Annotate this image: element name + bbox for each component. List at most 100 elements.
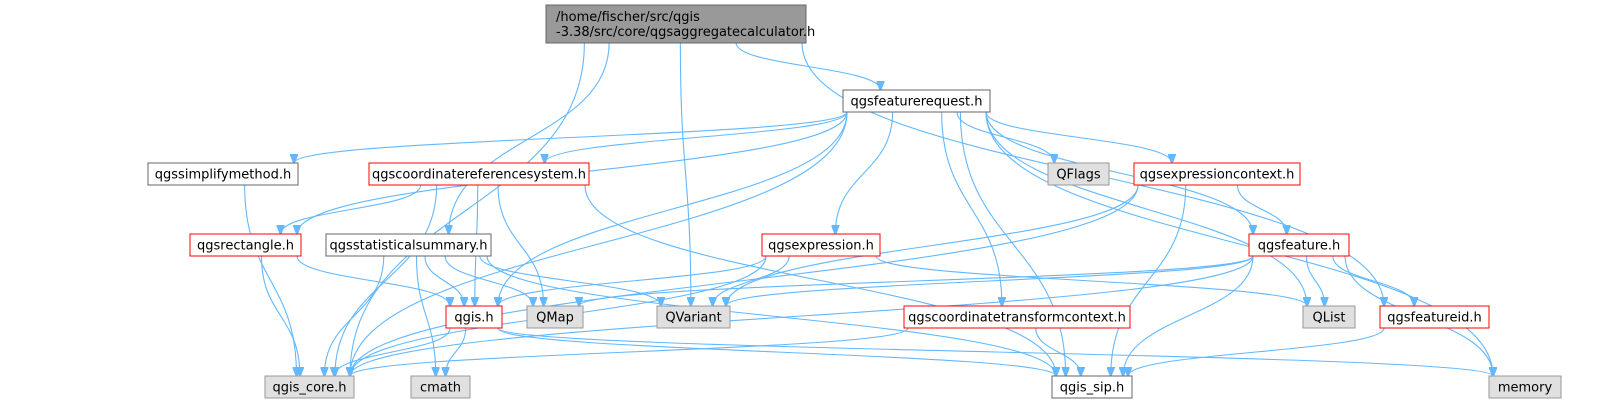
edge-qgsexpressioncontext-to-qgsfeature	[1236, 184, 1287, 234]
node-qgis[interactable]: qgis.h	[445, 305, 503, 329]
edge-qgssimplifymethod-to-qgis_core	[244, 184, 297, 376]
edge-qgsrectangle-to-qgis	[296, 255, 450, 306]
node-memory[interactable]: memory	[1488, 375, 1562, 399]
nodes-layer: /home/fischer/src/qgis-3.38/src/core/qgs…	[147, 4, 1562, 399]
node-qlist[interactable]: QList	[1302, 305, 1356, 329]
edge-qgsfeaturerequest-to-qgsexpressioncontext	[985, 111, 1172, 163]
node-cmath[interactable]: cmath	[410, 375, 471, 399]
edge-qgsfeature-to-qmap	[579, 255, 1254, 306]
node-box	[526, 305, 584, 329]
edge-qgsstatisticalsummary-to-qgis	[424, 255, 464, 306]
node-qgsfeature[interactable]: qgsfeature.h	[1248, 233, 1350, 257]
edge-qgscoordinatereferencesystem-to-qgis_core	[335, 184, 438, 376]
node-box	[325, 233, 492, 257]
node-label: qgis_core.h	[273, 381, 347, 396]
node-box	[410, 375, 471, 399]
edge-qgsfeaturerequest-to-qgis_sip	[959, 111, 1065, 376]
node-box	[1488, 375, 1562, 399]
node-label: QList	[1313, 311, 1346, 326]
node-label: qgsexpressioncontext.h	[1140, 168, 1295, 183]
edge-qgsstatisticalsummary-to-qgis_sip	[486, 255, 1056, 376]
node-qgssimplifymethod[interactable]: qgssimplifymethod.h	[147, 162, 299, 186]
node-label: memory	[1498, 381, 1553, 396]
node-label: /home/fischer/src/qgis	[556, 10, 700, 25]
edge-qgsstatisticalsummary-to-qvariant	[479, 255, 661, 306]
edge-qgsfeatureid-to-qgis_sip	[1128, 327, 1385, 376]
edge-qgis-to-qgis_core	[334, 327, 451, 376]
node-qgsexpressioncontext[interactable]: qgsexpressioncontext.h	[1133, 162, 1301, 186]
node-qflags[interactable]: QFlags	[1047, 162, 1110, 186]
node-box	[761, 233, 881, 257]
node-qgis_sip[interactable]: qgis_sip.h	[1051, 375, 1133, 399]
node-qgsexpression[interactable]: qgsexpression.h	[761, 233, 881, 257]
node-label: QMap	[536, 311, 574, 326]
node-label: qgscoordinatereferencesystem.h	[372, 168, 586, 183]
node-box	[1302, 305, 1356, 329]
node-label: qgis.h	[454, 311, 493, 326]
node-label: qgsfeatureid.h	[1387, 311, 1481, 326]
edge-qgscoordinatetransformcontext-to-qgis_core	[350, 327, 909, 376]
node-label: qgsfeaturerequest.h	[851, 95, 983, 110]
edges-layer	[244, 42, 1493, 376]
edge-qgsexpressioncontext-to-qvariant	[726, 184, 1139, 306]
node-label: qgsexpression.h	[768, 239, 874, 254]
node-box	[842, 89, 991, 113]
edge-qgsexpressioncontext-to-qgis_sip	[1111, 184, 1187, 376]
edge-qgscoordinatereferencesystem-to-qgsrectangle	[281, 184, 422, 234]
node-label: QVariant	[665, 311, 721, 326]
edge-qgsstatisticalsummary-to-cmath	[415, 255, 436, 376]
edge-root-to-qgis_core	[350, 42, 585, 376]
node-box	[147, 162, 299, 186]
edge-qgsfeature-to-qgis_sip	[1123, 255, 1254, 376]
edge-qgsfeature-to-qlist	[1305, 255, 1325, 306]
node-label: qgsrectangle.h	[197, 239, 294, 254]
node-box	[1047, 162, 1110, 186]
node-qgsstatisticalsummary[interactable]: qgsstatisticalsummary.h	[325, 233, 492, 257]
node-label: qgsstatisticalsummary.h	[330, 239, 488, 254]
edge-qgsstatisticalsummary-to-qmap	[444, 255, 533, 306]
edge-qgis-to-cmath	[446, 327, 467, 376]
edge-qgsfeaturerequest-to-qgscoordinatetransformcontext	[941, 111, 1002, 306]
node-qgscoordinatereferencesystem[interactable]: qgscoordinatereferencesystem.h	[368, 162, 590, 186]
node-qgsfeatureid[interactable]: qgsfeatureid.h	[1379, 305, 1490, 329]
node-label: qgis_sip.h	[1060, 381, 1124, 396]
edge-qgscoordinatereferencesystem-to-qmap	[497, 184, 544, 306]
node-label: -3.38/src/core/qgsaggregatecalculator.h	[556, 25, 815, 40]
node-label: qgssimplifymethod.h	[155, 168, 291, 183]
edge-root-to-qvariant	[679, 42, 691, 306]
edge-qgsfeaturerequest-to-qlist	[985, 111, 1307, 306]
node-root[interactable]: /home/fischer/src/qgis-3.38/src/core/qgs…	[545, 4, 815, 44]
edge-qgsfeaturerequest-to-qgsexpression	[835, 111, 894, 234]
node-box	[445, 305, 503, 329]
edge-qgsexpression-to-qlist	[875, 255, 1307, 306]
node-qvariant[interactable]: QVariant	[656, 305, 731, 329]
edge-qgsfeature-to-qgsfeatureid	[1332, 255, 1414, 306]
node-box	[368, 162, 590, 186]
node-box	[1133, 162, 1301, 186]
node-qgsrectangle[interactable]: qgsrectangle.h	[189, 233, 302, 257]
edge-root-to-qgsstatisticalsummary	[449, 42, 610, 234]
edge-qgsexpression-to-qvariant	[713, 255, 790, 306]
node-qmap[interactable]: QMap	[526, 305, 584, 329]
edge-qgsexpressioncontext-to-qgis_core	[350, 184, 1139, 376]
edge-qgis-to-qgis_sip	[497, 327, 1056, 376]
edge-qgsstatisticalsummary-to-qgis_core	[324, 255, 385, 376]
node-qgsfeaturerequest[interactable]: qgsfeaturerequest.h	[842, 89, 991, 113]
edge-qgsfeature-to-qvariant	[726, 255, 1254, 306]
edge-qgsfeaturerequest-to-qgis	[498, 111, 848, 306]
node-box	[1051, 375, 1133, 399]
node-box	[264, 375, 355, 399]
node-box	[545, 4, 807, 44]
edge-qgscoordinatetransformcontext-to-qgis_sip	[1035, 327, 1081, 376]
edge-qgsrectangle-to-qgis_core	[260, 255, 300, 376]
node-qgscoordinatetransformcontext[interactable]: qgscoordinatetransformcontext.h	[903, 305, 1131, 329]
edge-qgsfeature-to-qgis_core	[350, 255, 1254, 376]
node-box	[656, 305, 731, 329]
node-label: qgsfeature.h	[1258, 239, 1341, 254]
edge-qgis-to-memory	[497, 327, 1493, 376]
edge-qgsfeaturerequest-to-qgssimplifymethod	[294, 111, 848, 163]
node-box	[1379, 305, 1490, 329]
node-qgis_core[interactable]: qgis_core.h	[264, 375, 355, 399]
node-box	[903, 305, 1131, 329]
